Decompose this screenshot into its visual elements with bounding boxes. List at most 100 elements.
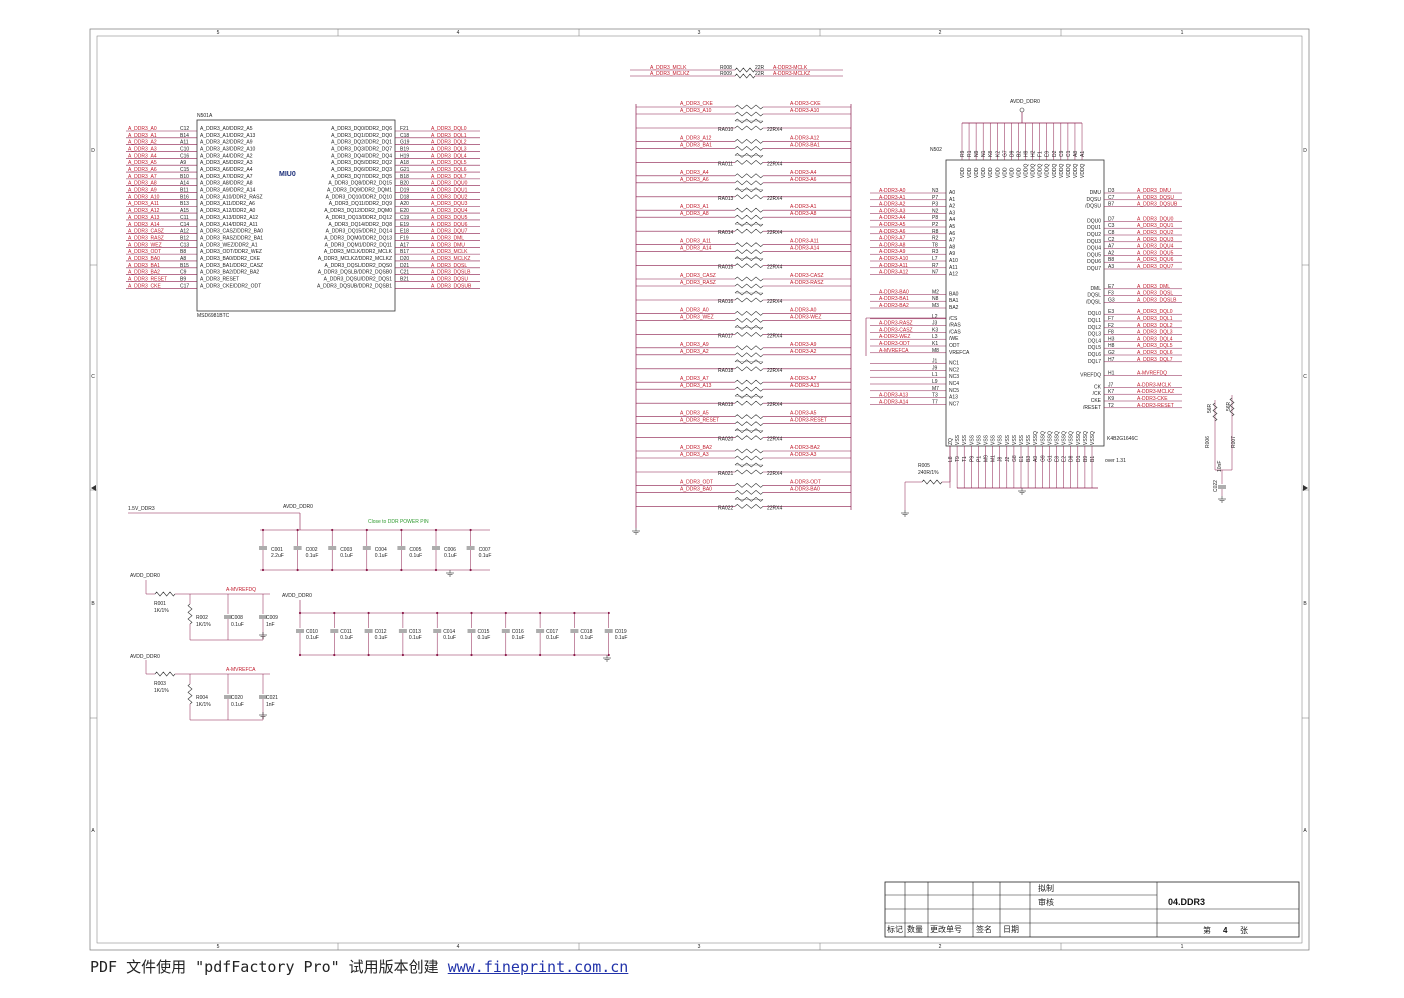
ddr-top-ball: C9	[1059, 150, 1065, 157]
ra-resistor-symbol	[734, 332, 764, 337]
cap-ref: C005	[409, 547, 421, 553]
ddr-left-pin-name: /CAS	[949, 329, 961, 335]
ra-value: 22RX4	[767, 196, 783, 202]
vref-cap-value: 0.1uF	[231, 622, 244, 628]
ddr-right-net: A_DDR3_DQU7	[1137, 264, 1174, 270]
cap-value: 2.2uF	[271, 553, 284, 559]
ra-net-out: A-DDR3-A4	[790, 170, 817, 176]
ra-value: 22RX4	[767, 161, 783, 167]
ddr-left-pin-name: /CS	[949, 316, 958, 322]
ra-net-out: A-DDR3-A1	[790, 204, 817, 210]
ddr-right-net: A-DDR3-MCLK	[1137, 382, 1172, 388]
ra-net-out: A-DDR3-A6	[790, 177, 817, 183]
ddr-top-ball: E9	[1045, 151, 1051, 157]
miu-left-net: A_DDR3_A2	[128, 140, 157, 146]
ddr-right-ball: D3	[1108, 188, 1115, 194]
ddr-left-pin-name: ODT	[949, 343, 960, 349]
miu-left-pin-name: A_DDR3_BA0/DDR2_CKE	[200, 256, 261, 262]
miu-right-net: A_DDR3_MCLK	[431, 249, 468, 255]
miu-left-pin-name: A_DDR3_A11/DDR2_A6	[200, 201, 255, 207]
cap-value: 0.1uF	[615, 635, 628, 641]
zone-label-right: A	[1303, 828, 1307, 834]
cap-value: 0.1uF	[375, 635, 388, 641]
ra-net-in: A_DDR3_A2	[680, 349, 709, 355]
clk-term-value: 56R	[1226, 401, 1232, 411]
ddr-bottom-pin-name: VSSQ	[1033, 431, 1039, 445]
ddr-right-pin-name: DQU7	[1087, 266, 1101, 272]
miu-left-ball: B14	[180, 133, 189, 139]
decoupling-rail-in: 1.5V_DDR3	[128, 506, 155, 512]
ra-value: 22RX4	[767, 505, 783, 511]
ddr-right-pin-name: /CK	[1093, 391, 1102, 397]
ddr-right-net: A_DDR3_DQU4	[1137, 244, 1174, 250]
ra-resistor-symbol	[734, 221, 764, 227]
ra-resistor-symbol	[734, 379, 764, 385]
miu-right-pin-name: A_DDR3_DQ15/DDR2_DQ14	[326, 229, 393, 235]
zone-label-left: A	[91, 828, 95, 834]
junction-dot	[539, 611, 542, 615]
junction-dot	[434, 528, 438, 532]
miu-right-ball: E20	[400, 208, 409, 214]
miu-right-net: A_DDR3_DQL1	[431, 133, 467, 139]
ddr-left-ball: T3	[932, 393, 938, 399]
ddr-bottom-ball: P9	[969, 456, 975, 462]
miu-right-pin-name: A_DDR3_DQSL/DDR2_DQS0	[324, 263, 392, 269]
miu-left-pin-name: A_DDR3_CASZ/DDR2_BA0	[200, 229, 263, 235]
miu-left-net: A_DDR3_A8	[128, 181, 157, 187]
ddr-bottom-pin-name: VSSQ	[1076, 431, 1082, 445]
zone-label-bottom: 5	[217, 944, 220, 950]
ddr-top-pin-name: VDDQ	[1073, 163, 1079, 178]
junction-dot	[504, 611, 507, 615]
cap-value: 0.1uF	[479, 553, 492, 559]
vref-resistor-symbol	[154, 591, 176, 597]
miu-left-pin-name: A_DDR3_A5/DDR2_A3	[200, 160, 253, 166]
miu-left-pin-name: A_DDR3_BA1/DDR2_CASZ	[200, 263, 263, 269]
miu-right-pin-name: A_DDR3_DQ5/DDR2_DQ2	[331, 160, 392, 166]
ddr-right-net: A_DDR3_DQL1	[1137, 316, 1173, 322]
miu-left-ball: C15	[180, 167, 189, 173]
ra-value: 22RX4	[767, 437, 783, 443]
miu-right-net: A_DDR3_DQU7	[431, 229, 468, 235]
miu-left-pin-name: A_DDR3_A6/DDR2_A4	[200, 167, 253, 173]
ra-ref: RA011	[718, 161, 733, 167]
ddr-right-ball: H3	[1108, 336, 1115, 342]
ra-net-out: A-DDR3-RESET	[790, 418, 827, 424]
ddr-bottom-pin-name: VSS	[1012, 434, 1018, 445]
ddr-right-ball: J7	[1108, 382, 1114, 388]
cap-value: 0.1uF	[512, 635, 525, 641]
ddr-left-net: A-DDR3-RASZ	[879, 321, 913, 327]
ddr-top-pin-name: VDDQ	[1045, 163, 1051, 178]
miu-left-pin-name: A_DDR3_A7/DDR2_A7	[200, 174, 253, 180]
junction-dot	[469, 568, 472, 572]
miu-left-ball: C12	[180, 126, 189, 132]
ddr-left-net: A-DDR3-A6	[879, 229, 906, 235]
miu-left-ball: A11	[180, 140, 189, 146]
junction-dot	[436, 653, 439, 657]
sheet-outer-frame	[89, 28, 1310, 951]
date-label: 日期	[1003, 925, 1019, 934]
miu-right-ball: B17	[400, 249, 409, 255]
vref-resistor-symbol	[187, 683, 193, 705]
footer-link[interactable]: www.fineprint.com.cn	[447, 958, 629, 976]
junction-dot	[607, 611, 610, 615]
ddr-right-ball: H7	[1108, 357, 1115, 363]
miu-left-pin-name: A_DDR3_A2/DDR2_A9	[200, 140, 253, 146]
junction-dot	[401, 611, 404, 615]
clk-term-ref: R007	[1231, 436, 1237, 448]
ddr-top-pin-name: VDD	[1002, 167, 1008, 178]
ddr-right-pin-name: DMU	[1090, 190, 1102, 196]
cap-ref: C018	[580, 629, 592, 635]
ra-ref: RA020	[718, 437, 734, 443]
ddr-bottom-pin-name: VSS	[976, 434, 982, 445]
miu-left-pin-name: A_DDR3_A14/DDR2_A11	[200, 222, 258, 228]
zone-label-bottom: 1	[1181, 944, 1184, 950]
ddr-left-ball: N8	[932, 296, 939, 302]
ddr-right-net: A_DDR3_DQSLB	[1137, 297, 1177, 303]
miu-left-pin-name: A_DDR3_A13/DDR2_A12	[200, 215, 258, 221]
miu-right-ball: B21	[400, 276, 409, 282]
ddr-right-pin-name: DQL0	[1088, 311, 1101, 317]
junction-dot	[333, 653, 336, 657]
miu-left-net: A_DDR3_A13	[128, 215, 160, 221]
ra-resistor-symbol	[734, 111, 764, 117]
ddr-bottom-ball: J8	[998, 457, 1004, 463]
